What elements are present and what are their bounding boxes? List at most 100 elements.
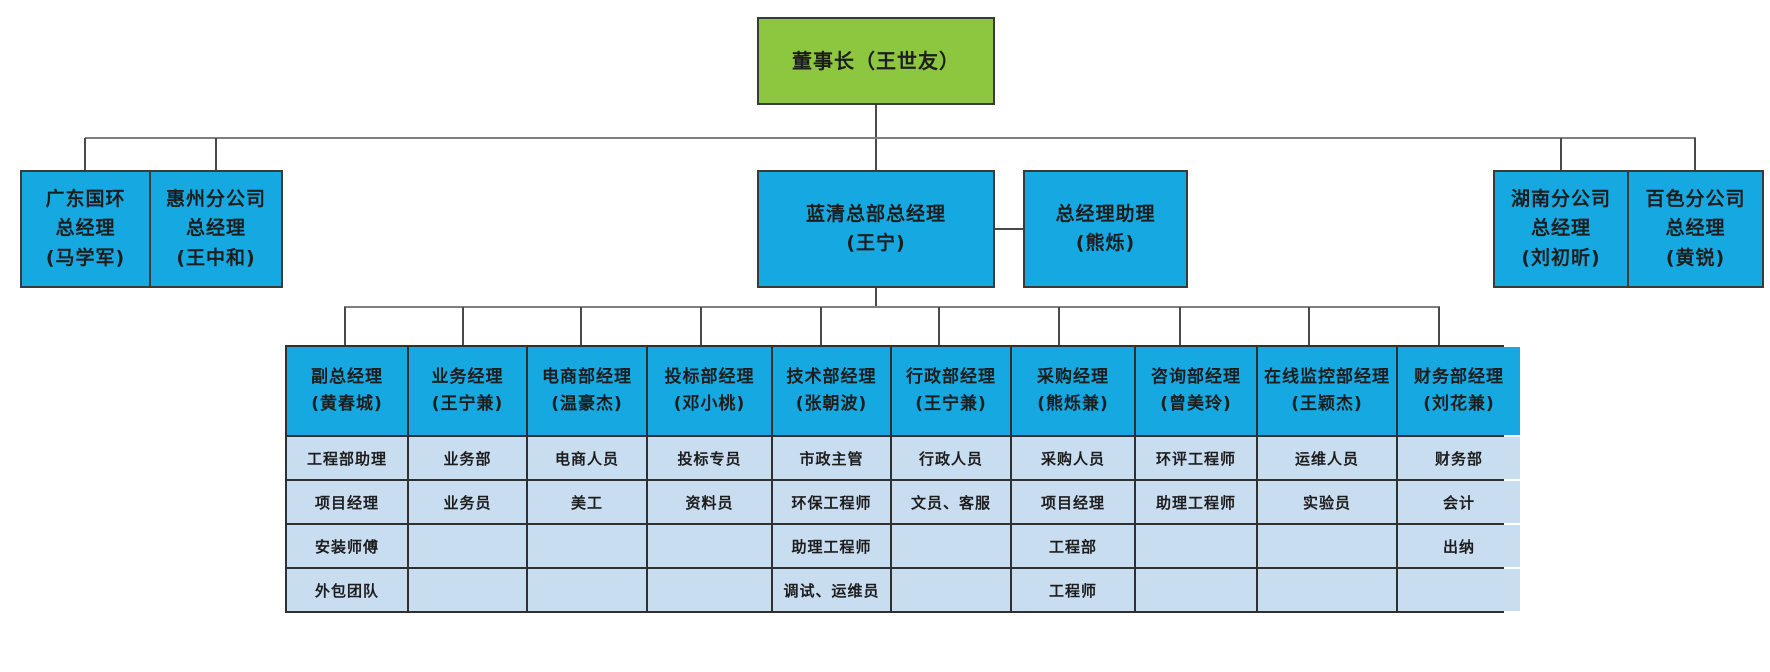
box-line: (王中和): [176, 246, 256, 269]
staff-cell: 环评工程师: [1136, 437, 1256, 479]
dept-header-cell: 财务部经理 (刘花兼): [1398, 347, 1520, 435]
staff-cell: 外包团队: [287, 569, 407, 611]
staff-cell: [648, 525, 771, 567]
staff-cell: 运维人员: [1258, 437, 1396, 479]
dept-title: 副总经理: [311, 366, 383, 387]
connector-line: [1438, 307, 1440, 345]
staff-cell: 业务部: [409, 437, 526, 479]
staff-cell: 工程部: [1012, 525, 1134, 567]
dept-header-cell: 副总经理 (黄春城): [287, 347, 407, 435]
box-line: (刘初昕): [1521, 246, 1601, 269]
staff-cell: [1258, 525, 1396, 567]
dept-header-cell: 技术部经理 (张朝波): [773, 347, 890, 435]
staff-cell: 环保工程师: [773, 481, 890, 523]
dept-title: 电商部经理: [542, 366, 632, 387]
connector-line: [1694, 138, 1696, 170]
staff-cell: 安装师傅: [287, 525, 407, 567]
staff-cell: 项目经理: [1012, 481, 1134, 523]
dept-title: 咨询部经理: [1151, 366, 1241, 387]
staff-cell: 行政人员: [892, 437, 1010, 479]
dept-header-cell: 行政部经理(王宁兼): [892, 347, 1010, 435]
staff-cell: [409, 525, 526, 567]
chairman-box: 董事长（王世友）: [757, 17, 995, 105]
gm-guangdong-guohuan-box: 广东国环 总经理 (马学军): [20, 170, 151, 288]
staff-cell: 财务部: [1398, 437, 1520, 479]
connector-line: [875, 288, 877, 307]
connector-line: [938, 307, 940, 345]
staff-cell: [648, 569, 771, 611]
staff-cell: [1136, 525, 1256, 567]
connector-line: [1179, 307, 1181, 345]
staff-cell: [892, 569, 1010, 611]
connector-line: [580, 307, 582, 345]
staff-cell: 会计: [1398, 481, 1520, 523]
staff-cell: 电商人员: [528, 437, 646, 479]
staff-cell: 助理工程师: [773, 525, 890, 567]
dept-header-cell: 业务经理(王宁兼): [409, 347, 526, 435]
dept-manager-name: (张朝波): [795, 394, 868, 414]
box-line: (马学军): [45, 246, 126, 269]
dept-manager-name: (王颖杰): [1291, 394, 1363, 414]
box-line: 广东国环: [45, 187, 126, 210]
connector-line: [995, 228, 1023, 230]
connector-line: [462, 307, 464, 345]
box-line: 总经理助理: [1055, 202, 1156, 225]
staff-cell: 项目经理: [287, 481, 407, 523]
box-line: 百色分公司: [1645, 187, 1746, 210]
dept-manager-name: (王宁兼): [915, 394, 987, 414]
org-table: 副总经理 (黄春城) 业务经理(王宁兼) 电商部经理 (温豪杰) 投标部经理 (邓小桃) 技术…: [285, 345, 1520, 613]
staff-cell: [1258, 569, 1396, 611]
box-line: 总经理: [185, 217, 246, 240]
box-line: (熊烁): [1075, 232, 1136, 254]
staff-cell: 实验员: [1258, 481, 1396, 523]
box-line: (王宁): [846, 232, 906, 254]
box-line: 蓝清总部总经理: [805, 202, 946, 225]
dept-manager-name: (曾美玲): [1160, 394, 1232, 414]
dept-manager-name: (温豪杰): [551, 394, 623, 414]
staff-cell: 调试、运维员: [773, 569, 890, 611]
connector-line: [1058, 307, 1060, 345]
gm-hunan-branch-box: 湖南分公司 总经理 (刘初昕): [1493, 170, 1629, 288]
dept-title: 采购经理: [1037, 366, 1109, 387]
dept-title: 投标部经理: [664, 366, 755, 387]
gm-baise-branch-box: 百色分公司 总经理 (黄锐): [1627, 170, 1764, 288]
staff-cell: 工程部助理: [287, 437, 407, 479]
staff-cell: [528, 525, 646, 567]
staff-cell: [892, 525, 1010, 567]
staff-cell: 采购人员: [1012, 437, 1134, 479]
staff-cell: 投标专员: [648, 437, 771, 479]
dept-manager-name: (熊烁兼): [1037, 394, 1109, 414]
dept-manager-name: (邓小桃): [673, 394, 746, 414]
connector-line: [1308, 307, 1310, 345]
connector-line: [84, 138, 86, 170]
dept-header-cell: 投标部经理 (邓小桃): [648, 347, 771, 435]
staff-cell: 业务员: [409, 481, 526, 523]
box-line: 总经理: [1530, 217, 1591, 240]
chairman-label: 董事长（王世友）: [792, 48, 960, 73]
staff-cell: 工程师: [1012, 569, 1134, 611]
dept-header-cell: 咨询部经理 (曾美玲): [1136, 347, 1256, 435]
connector-line: [85, 137, 1696, 139]
staff-cell: 助理工程师: [1136, 481, 1256, 523]
connector-line: [215, 138, 217, 170]
box-line: 总经理: [1665, 217, 1726, 240]
staff-cell: [1136, 569, 1256, 611]
box-line: 湖南分公司: [1510, 187, 1611, 210]
dept-manager-name: (黄春城): [311, 394, 383, 414]
staff-cell: 文员、客服: [892, 481, 1010, 523]
box-line: 惠州分公司: [165, 187, 266, 210]
dept-title: 财务部经理: [1414, 366, 1504, 387]
dept-manager-name: (刘花兼): [1423, 394, 1495, 414]
gm-assistant-box: 总经理助理 (熊烁): [1023, 170, 1188, 288]
connector-line: [344, 306, 1440, 308]
dept-header-cell: 电商部经理 (温豪杰): [528, 347, 646, 435]
connector-line: [820, 307, 822, 345]
box-line: (黄锐): [1665, 246, 1726, 269]
dept-title: 技术部经理: [786, 366, 877, 387]
staff-cell: [409, 569, 526, 611]
connector-line: [700, 307, 702, 345]
staff-cell: [1398, 569, 1520, 611]
gm-lanqing-hq-box: 蓝清总部总经理 (王宁): [757, 170, 995, 288]
gm-huizhou-branch-box: 惠州分公司 总经理 (王中和): [149, 170, 283, 288]
